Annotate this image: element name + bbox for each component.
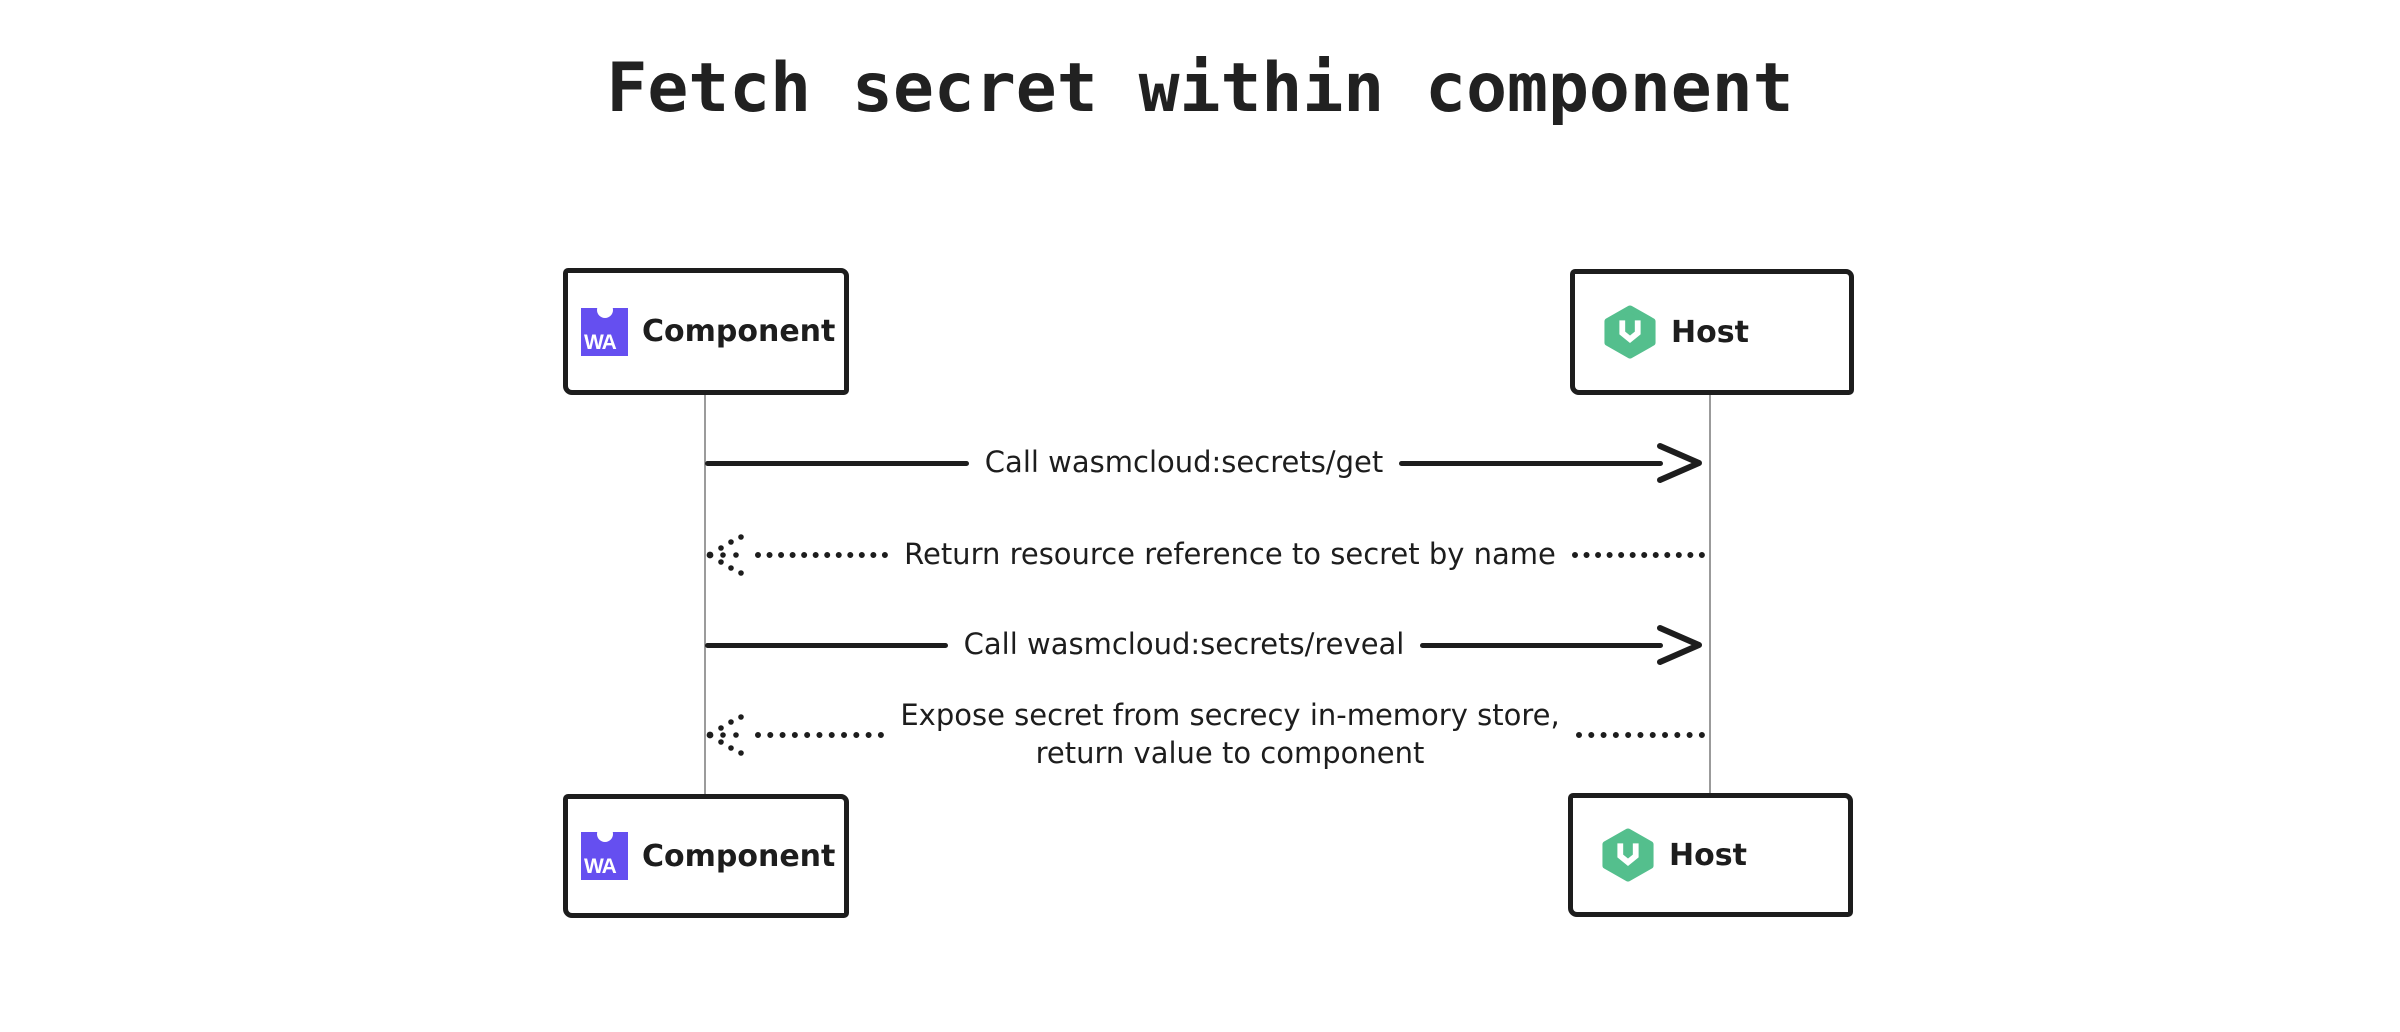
webassembly-icon-text: WA — [584, 855, 617, 878]
host-label: Host — [1671, 314, 1749, 350]
message-line — [1399, 460, 1663, 466]
message-label: Return resource reference to secret by n… — [904, 537, 1556, 572]
message-label: Expose secret from secrecy in-memory sto… — [900, 698, 1560, 770]
message-label: Call wasmcloud:secrets/reveal — [963, 627, 1405, 662]
host-box-top: Host — [1570, 269, 1854, 395]
webassembly-icon-text: WA — [584, 330, 617, 354]
message-call-secrets-reveal: Call wasmcloud:secrets/reveal — [705, 603, 1705, 687]
host-label: Host — [1669, 837, 1747, 873]
message-line — [755, 552, 889, 558]
message-expose-secret: Expose secret from secrecy in-memory sto… — [705, 693, 1706, 777]
message-line — [755, 732, 885, 738]
message-call-secrets-get: Call wasmcloud:secrets/get — [705, 421, 1705, 505]
component-box-bottom: WA Component — [563, 794, 849, 918]
message-line — [1420, 642, 1663, 648]
webassembly-icon-notch — [596, 301, 613, 318]
arrow-left-dotted-icon — [706, 534, 744, 576]
component-box-top: WA Component — [563, 268, 849, 395]
webassembly-icon: WA — [581, 301, 628, 356]
message-line — [1571, 552, 1706, 558]
component-lifeline — [704, 394, 706, 796]
wasmcloud-icon — [1602, 828, 1654, 882]
diagram-title: Fetch secret within component — [606, 49, 1794, 128]
message-line — [1575, 732, 1706, 738]
webassembly-icon-notch — [596, 826, 613, 842]
arrow-right-icon — [1657, 443, 1702, 483]
wasmcloud-icon — [1604, 305, 1656, 359]
webassembly-icon: WA — [581, 826, 628, 880]
message-label: Call wasmcloud:secrets/get — [984, 445, 1384, 480]
host-box-bottom: Host — [1568, 793, 1853, 917]
component-label: Component — [642, 314, 836, 349]
message-line — [705, 642, 948, 648]
component-label: Component — [642, 838, 836, 874]
host-lifeline — [1709, 394, 1711, 795]
message-return-resource-reference: Return resource reference to secret by n… — [705, 513, 1706, 597]
arrow-right-icon — [1657, 625, 1702, 665]
arrow-left-dotted-icon — [706, 714, 744, 756]
message-line — [705, 460, 969, 466]
